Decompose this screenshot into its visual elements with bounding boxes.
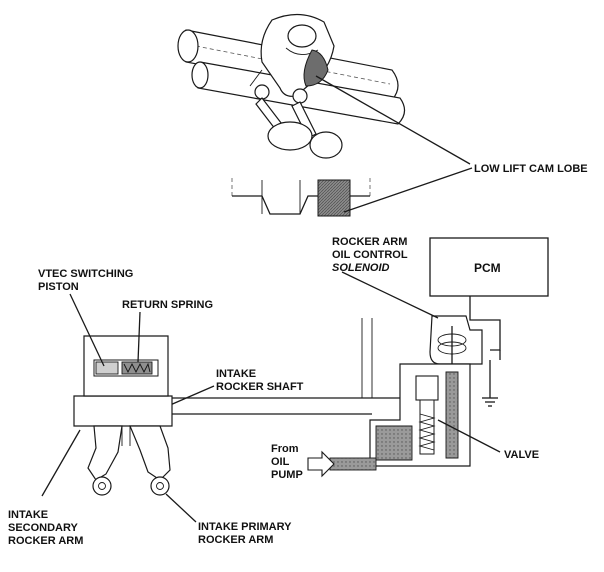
secondary-rocker-label-line2: SECONDARY <box>8 522 79 534</box>
cam-profile-section <box>231 167 473 217</box>
primary-rocker-label-line1: INTAKE PRIMARY <box>198 521 292 533</box>
rocker-arm-assembly <box>73 335 173 496</box>
valve-label: VALVE <box>504 449 539 461</box>
oil-control-solenoid-assembly <box>369 315 501 467</box>
secondary-rocker-leader <box>41 429 81 497</box>
from-oil-pump-label-line1: From <box>271 443 299 455</box>
solenoid-leader-line <box>341 271 439 319</box>
vtec-piston-label-line2: PISTON <box>38 281 79 293</box>
intake-rocker-shaft-label-line2: ROCKER SHAFT <box>216 381 304 393</box>
vtec-piston-leader <box>69 293 105 367</box>
primary-rocker-leader <box>165 493 197 523</box>
intake-rocker-shaft <box>170 318 400 415</box>
camshaft-assembly-illustration <box>177 13 471 165</box>
return-spring-leader <box>137 311 141 363</box>
return-spring-label: RETURN SPRING <box>122 299 213 311</box>
vtec-piston-label-line1: VTEC SWITCHING <box>38 268 133 280</box>
from-oil-pump-label-line3: PUMP <box>271 469 303 481</box>
from-oil-pump-label-line2: OIL <box>271 456 290 468</box>
secondary-rocker-label-line3: ROCKER ARM <box>8 535 83 547</box>
solenoid-label-line2: OIL CONTROL <box>332 249 408 261</box>
pcm-label: PCM <box>474 261 501 275</box>
oil-flow-arrow <box>307 450 335 478</box>
pcm-module: PCM <box>429 237 549 407</box>
primary-rocker-label-line2: ROCKER ARM <box>198 534 273 546</box>
solenoid-label-line1: ROCKER ARM <box>332 236 407 248</box>
oil-pump-inlet <box>307 450 377 478</box>
secondary-rocker-label-line1: INTAKE <box>8 509 48 521</box>
solenoid-label-line3: SOLENOID <box>332 262 390 274</box>
low-lift-cam-lobe-label: LOW LIFT CAM LOBE <box>474 163 588 175</box>
intake-rocker-shaft-label-line1: INTAKE <box>216 368 256 380</box>
